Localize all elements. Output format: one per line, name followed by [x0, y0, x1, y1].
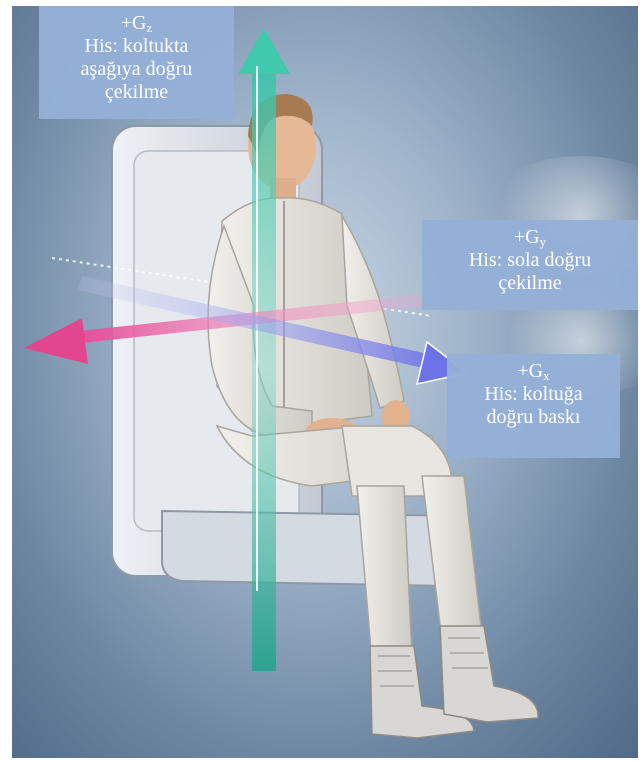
gx-subscript: x: [543, 368, 550, 383]
gx-line1: His: koltuğa: [447, 383, 620, 406]
gz-label: +Gz His: koltukta aşağıya doğru çekilme: [39, 6, 234, 119]
gx-prefix: +G: [517, 360, 543, 382]
gz-line3: çekilme: [39, 81, 234, 104]
gy-subscript: y: [540, 234, 547, 249]
gx-title: +Gx: [447, 360, 620, 383]
gz-line1: His: koltukta: [39, 35, 234, 58]
gy-line1: His: sola doğru: [422, 249, 638, 272]
gy-prefix: +G: [514, 226, 540, 248]
gx-label: +Gx His: koltuğa doğru baskı: [447, 354, 620, 458]
gy-title: +Gy: [422, 226, 638, 249]
gz-line2: aşağıya doğru: [39, 58, 234, 81]
gx-line2: doğru baskı: [447, 406, 620, 429]
gz-prefix: +G: [121, 12, 147, 34]
gz-title: +Gz: [39, 12, 234, 35]
illustration-frame: +Gz His: koltukta aşağıya doğru çekilme …: [12, 6, 638, 758]
gy-label: +Gy His: sola doğru çekilme: [422, 220, 638, 310]
gy-line2: çekilme: [422, 272, 638, 295]
gz-subscript: z: [146, 20, 152, 35]
